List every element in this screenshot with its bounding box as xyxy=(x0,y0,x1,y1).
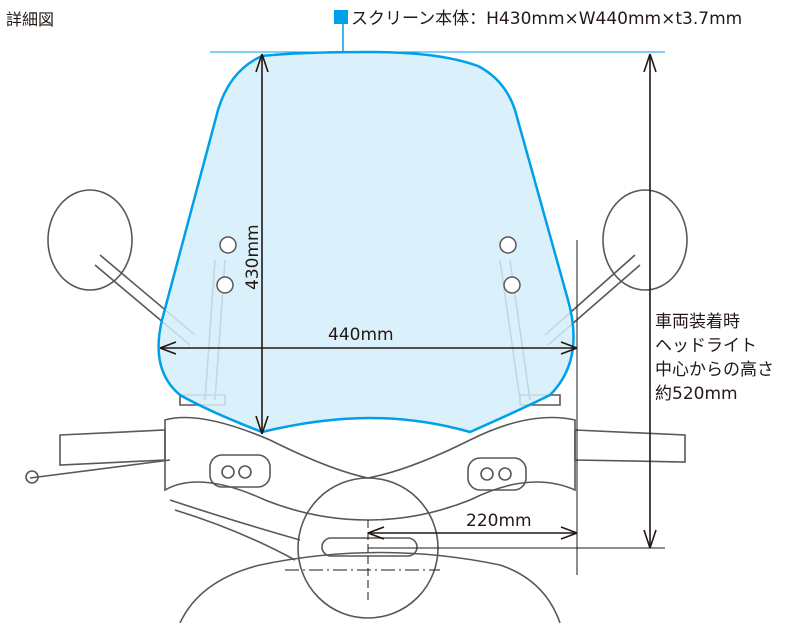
note-line: ヘッドライト xyxy=(655,336,757,356)
mount-holes xyxy=(216,236,521,294)
diagram-title: 詳細図 xyxy=(6,10,55,29)
width-dimension-label: 440mm xyxy=(328,325,394,345)
offset-dimension-label: 220mm xyxy=(466,511,532,531)
height-dimension-label: 430mm xyxy=(243,224,263,290)
legend-square-icon xyxy=(334,9,348,24)
note-line: 中心からの高さ xyxy=(655,360,774,380)
screen-spec-label: スクリーン本体：H430mm×W440mm×t3.7mm xyxy=(351,9,743,29)
dimension-lines xyxy=(159,22,665,600)
mounted-height-note: 車両装着時 ヘッドライト 中心からの高さ 約520mm xyxy=(655,310,774,406)
note-line: 車両装着時 xyxy=(655,312,740,332)
note-line: 約520mm xyxy=(655,384,738,404)
screen-spec: スクリーン本体：H430mm×W440mm×t3.7mm xyxy=(334,4,742,29)
